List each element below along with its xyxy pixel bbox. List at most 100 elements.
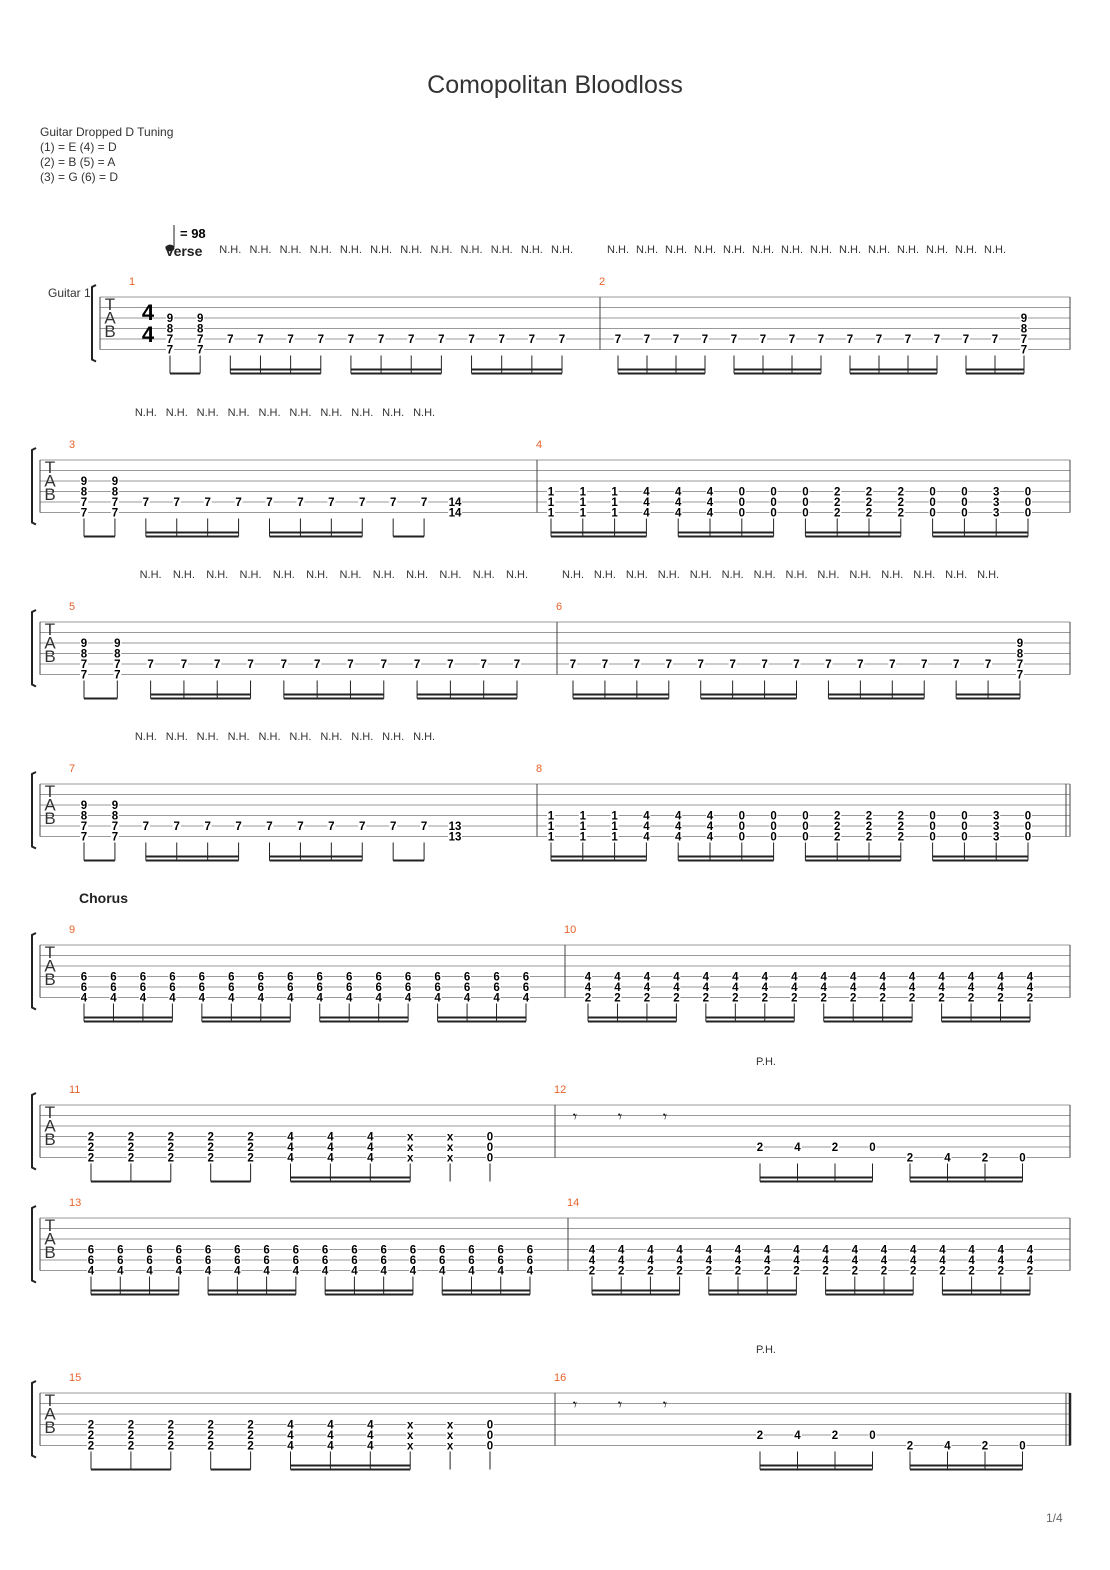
fret-number: 2 (644, 993, 650, 1005)
fret-bg (527, 334, 536, 344)
fret-bg (821, 1255, 830, 1265)
fret-number: 6 (380, 1245, 386, 1257)
fret-bg (801, 821, 810, 831)
fret-number: 4 (88, 1266, 95, 1278)
fret-number: 4 (643, 811, 650, 823)
fret-bg (286, 1440, 295, 1451)
natural-harmonic-label: N.H. (945, 569, 967, 581)
fret-bg (967, 982, 976, 992)
fret-bg (613, 982, 622, 992)
fret-number: 9 (81, 638, 87, 650)
fret-number: 2 (207, 1420, 213, 1432)
fret-bg (833, 831, 842, 842)
fret-bg (80, 659, 88, 669)
fret-number: 6 (110, 972, 116, 984)
fret-bg (928, 507, 937, 518)
fret-number: 0 (929, 821, 935, 833)
fret-number: 4 (673, 982, 680, 994)
fret-bg (126, 1142, 135, 1152)
fret-bg (406, 1430, 415, 1440)
fret-bg (358, 497, 367, 507)
fret-bg (547, 507, 555, 518)
natural-harmonic-label: N.H. (382, 407, 404, 419)
fret-number: 7 (235, 821, 241, 833)
fret-bg (734, 1265, 742, 1276)
fret-number: 2 (898, 811, 904, 823)
fret-bg (145, 1244, 154, 1255)
fret-bg (642, 971, 651, 982)
fret-bg (960, 831, 969, 842)
natural-harmonic-label: N.H. (373, 569, 395, 581)
fret-bg (833, 497, 842, 507)
fret-number: 2 (207, 1430, 213, 1442)
fret-bg (793, 1142, 802, 1152)
fret-bg (992, 810, 1001, 821)
natural-harmonic-label: N.H. (173, 569, 195, 581)
fret-bg (109, 982, 118, 992)
fret-number: 0 (487, 1153, 493, 1165)
fret-number: 4 (327, 1420, 334, 1432)
measure-number: 1 (129, 276, 135, 288)
fret-bg (850, 1265, 859, 1276)
fret-number: 6 (322, 1245, 328, 1257)
fret-bg (80, 476, 88, 486)
fret-number: 1 (611, 508, 618, 520)
fret-number: 4 (523, 993, 530, 1005)
fret-number: 2 (128, 1430, 134, 1442)
fret-bg (145, 1255, 154, 1265)
natural-harmonic-label: N.H. (897, 244, 919, 256)
fret-number: 4 (707, 811, 714, 823)
fret-bg (672, 971, 681, 982)
fret-number: 6 (81, 972, 87, 984)
fret-number: 0 (961, 811, 967, 823)
fret-bg (578, 507, 587, 518)
fret-bg (928, 486, 937, 497)
fret-bg (463, 992, 472, 1003)
fret-bg (704, 1244, 713, 1255)
fret-number: 7 (1021, 334, 1027, 346)
fret-number: 6 (228, 972, 234, 984)
fret-number: 9 (81, 476, 87, 488)
fret-number: 4 (968, 982, 975, 994)
fret-bg (279, 659, 288, 669)
fret-bg (366, 1430, 375, 1440)
fret-bg (865, 831, 873, 842)
fret-bg (350, 1265, 359, 1276)
fret-bg (790, 971, 799, 982)
fret-number: 6 (380, 1255, 386, 1267)
measure-number: 15 (69, 1372, 81, 1384)
fret-bg (769, 821, 778, 831)
fret-bg (80, 800, 88, 810)
fret-bg (326, 1430, 335, 1440)
fret-bg (80, 497, 88, 507)
fret-bg (1024, 831, 1032, 842)
fret-number: 0 (1025, 487, 1031, 499)
fret-number: x (407, 1441, 414, 1453)
fret-bg (547, 497, 555, 507)
fret-number: 2 (968, 993, 974, 1005)
natural-harmonic-label: N.H. (722, 569, 744, 581)
fret-number: 0 (487, 1420, 493, 1432)
fret-number: 2 (907, 1153, 913, 1165)
eighth-rest: 𝄾 (663, 1109, 667, 1126)
fret-number: 4 (910, 1255, 917, 1267)
fret-number: 7 (227, 334, 233, 346)
tab-system: TABChorus9664664664664664664664664664664… (31, 890, 1071, 1023)
fret-bg (166, 1152, 175, 1163)
fret-number: 7 (147, 659, 153, 671)
fret-number: 7 (963, 334, 969, 346)
fret-number: 7 (381, 659, 387, 671)
tab-system: TAB7987798777N.H.7N.H.7N.H.7N.H.7N.H.7N.… (31, 731, 1071, 862)
fret-number: 0 (487, 1142, 493, 1154)
fret-number: 7 (698, 659, 704, 671)
natural-harmonic-label: N.H. (849, 569, 871, 581)
fret-bg (197, 992, 206, 1003)
fret-number: 4 (647, 1245, 654, 1257)
fret-bg (588, 1255, 596, 1265)
fret-number: 1 (548, 832, 555, 844)
fret-number: 2 (676, 1266, 682, 1278)
fret-number: 2 (88, 1430, 94, 1442)
fret-number: 4 (707, 821, 714, 833)
fret-number: 0 (739, 832, 745, 844)
fret-number: 0 (739, 811, 745, 823)
